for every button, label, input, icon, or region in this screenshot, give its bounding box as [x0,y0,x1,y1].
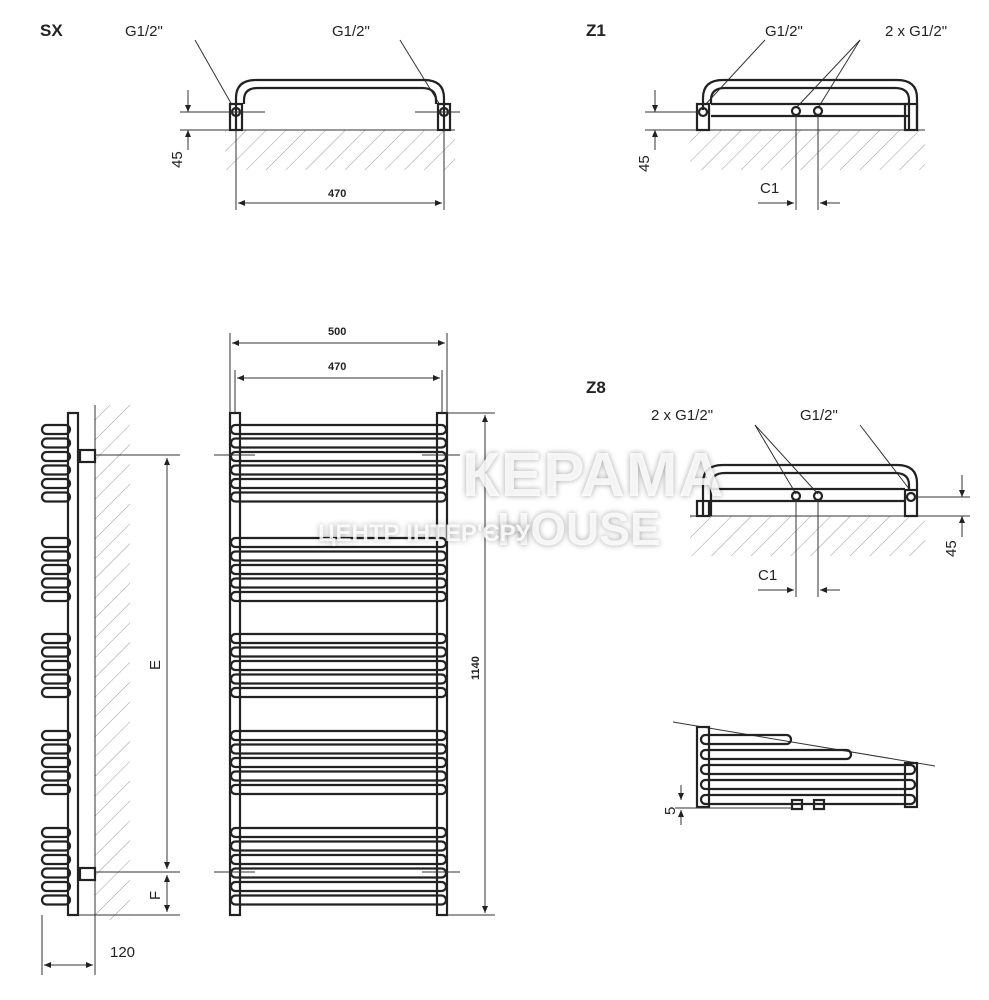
side-heating-tube [40,659,72,672]
side-heating-tube [40,867,72,879]
side-axis-distance-label: E [147,660,164,670]
sx-connection-view: SX G1/2" G1/2" 45 470 [40,21,460,210]
front-heating-bar [229,880,448,893]
side-heating-tube [40,729,72,742]
front-heating-bar [229,536,448,549]
side-heating-tube [40,450,72,463]
side-depth-label: 120 [110,944,135,961]
z1-spacing-label: C1 [760,180,779,197]
front-heating-bar [229,563,448,576]
side-heating-tube [40,491,72,503]
front-inner-width-label: 470 [328,361,346,373]
sx-offset-label: 45 [169,151,186,168]
side-heating-tube [40,590,72,603]
side-heating-tube [40,826,72,839]
front-heating-bar [229,826,448,839]
side-heating-tube [40,646,72,658]
side-heating-tube [40,632,72,645]
watermark-tagline: ЦЕНТР ІНТЕР'ЄРУ [318,520,531,547]
front-heating-bar [229,853,448,866]
front-heating-bar [229,632,448,645]
side-heating-tube [40,673,72,685]
side-heating-tube [40,756,72,769]
front-heating-bar [229,477,448,490]
front-heating-bar [229,577,448,589]
side-heating-tube [40,550,72,562]
front-height-label: 1140 [470,656,482,680]
side-heating-tube [40,770,72,782]
z1-connection-view: Z1 G1/2" 2 x G1/2" 45 C1 [586,21,947,210]
side-heating-tube [40,423,72,436]
z8-connection-view: Z8 2 x G1/2" G1/2" 45 C1 [586,378,970,597]
front-heating-bar [229,840,448,852]
front-outer-width-label: 500 [328,326,346,338]
front-heating-bar [229,550,448,562]
side-heating-tube [40,536,72,549]
front-view: 500 470 1140 [214,326,495,917]
z1-title: Z1 [586,21,606,40]
front-heating-bar [229,756,448,769]
side-heating-tube [40,880,72,893]
front-heating-bar [229,450,448,463]
side-heating-tube [40,840,72,852]
watermark-brand-line2: HOUSE [497,503,661,555]
side-heating-tube [40,686,72,699]
side-heating-tube [40,743,72,755]
side-heating-tube [40,563,72,576]
z1-double-connection-label: 2 x G1/2" [885,23,947,40]
front-heating-bar [229,770,448,782]
side-heating-tube [40,477,72,490]
side-heating-tube [40,437,72,449]
front-heating-bar [229,783,448,796]
sx-width-label: 470 [328,188,346,200]
front-heating-bar [229,491,448,503]
front-heating-bar [229,646,448,658]
wall-gap-detail: 5 [662,721,936,825]
front-heating-bar [229,686,448,699]
front-heating-bar [229,590,448,603]
z8-double-connection-label: 2 x G1/2" [651,407,713,424]
sx-right-connection-label: G1/2" [332,23,370,40]
z8-offset-label: 45 [943,540,960,557]
z1-offset-label: 45 [636,155,653,172]
watermark-brand-line1: КЕРАМА [462,441,725,510]
front-heating-bar [229,673,448,685]
side-heating-tube [40,464,72,476]
sx-title: SX [40,21,63,40]
side-bottom-offset-label: F [147,891,164,900]
sx-left-connection-label: G1/2" [125,23,163,40]
side-heating-tube [40,783,72,796]
front-heating-bar [229,729,448,742]
z8-title: Z8 [586,378,606,397]
z8-single-connection-label: G1/2" [800,407,838,424]
side-heating-tube [40,894,72,906]
side-heating-tube [40,853,72,866]
front-heating-bar [229,867,448,879]
detail-gap-label: 5 [662,807,679,815]
front-heating-bar [229,437,448,449]
z1-single-connection-label: G1/2" [765,23,803,40]
front-heating-bar [229,894,448,906]
front-heating-bar [229,464,448,476]
front-heating-bar [229,423,448,436]
z8-spacing-label: C1 [758,567,777,584]
front-heating-bar [229,743,448,755]
side-heating-tube [40,577,72,589]
front-heating-bar [229,659,448,672]
side-view: E F 120 [40,405,180,975]
